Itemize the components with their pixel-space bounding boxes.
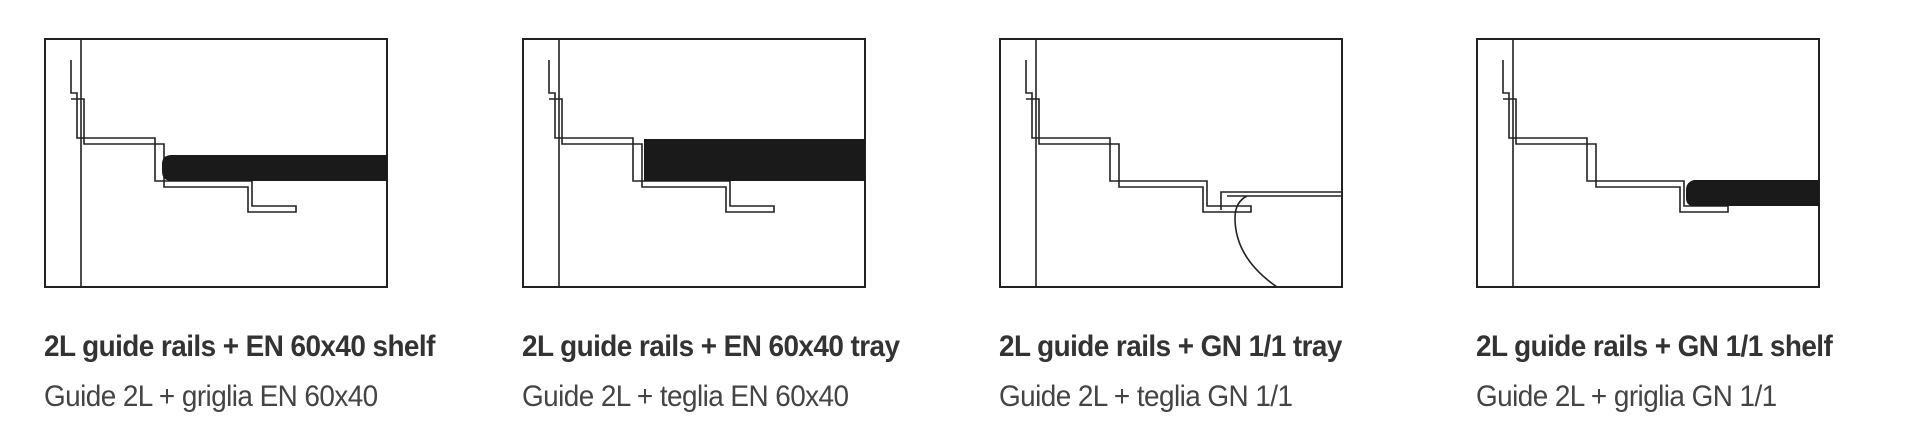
panel-en-shelf: 2L guide rails + EN 60x40 shelf Guide 2L… (0, 0, 480, 441)
guide-rail (1025, 60, 1252, 213)
guide-rail (70, 60, 297, 213)
panel-subtitle: Guide 2L + griglia EN 60x40 (44, 380, 378, 413)
tray-gn-1-1 (1234, 195, 1278, 288)
panel-title: 2L guide rails + EN 60x40 shelf (44, 330, 435, 363)
rail-gn-shelf-drawing (1476, 38, 1820, 288)
shelf-gn-1-1 (1686, 180, 1819, 206)
diagram-en-shelf (44, 38, 388, 288)
oven-frame (999, 38, 1343, 288)
panel-en-tray: 2L guide rails + EN 60x40 tray Guide 2L … (478, 0, 958, 441)
panel-title: 2L guide rails + GN 1/1 shelf (1476, 330, 1833, 363)
rail-gn-tray-drawing (999, 38, 1343, 288)
rail-tray-drawing (522, 38, 866, 288)
panel-subtitle: Guide 2L + teglia GN 1/1 (999, 380, 1293, 413)
panel-gn-shelf: 2L guide rails + GN 1/1 shelf Guide 2L +… (1432, 0, 1912, 441)
panel-subtitle: Guide 2L + griglia GN 1/1 (1476, 380, 1777, 413)
guide-rail (1502, 60, 1729, 213)
panel-subtitle: Guide 2L + teglia EN 60x40 (522, 380, 849, 413)
panel-title: 2L guide rails + GN 1/1 tray (999, 330, 1342, 363)
rail-shelf-drawing (44, 38, 388, 288)
panel-title: 2L guide rails + EN 60x40 tray (522, 330, 900, 363)
oven-frame (1476, 38, 1820, 288)
tray-en-60x40 (644, 139, 865, 181)
shelf-en-60x40 (162, 155, 387, 181)
diagram-gn-tray (999, 38, 1343, 288)
diagram-en-tray (522, 38, 866, 288)
tray-rim (1220, 191, 1342, 210)
guide-rail (548, 60, 775, 213)
diagram-gn-shelf (1476, 38, 1820, 288)
panel-gn-tray: 2L guide rails + GN 1/1 tray Guide 2L + … (955, 0, 1435, 441)
